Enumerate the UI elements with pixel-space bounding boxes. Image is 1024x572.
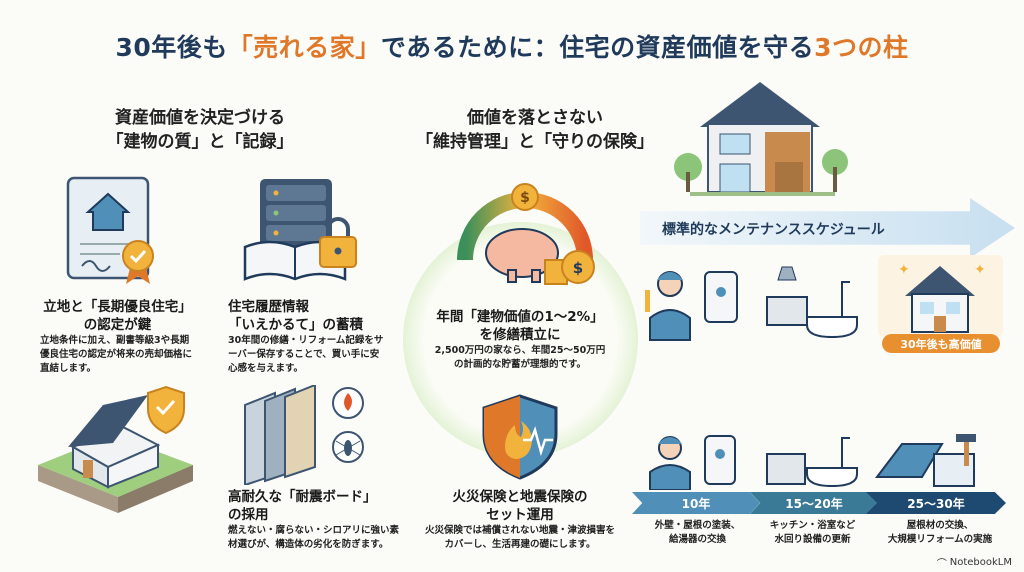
piggy-bank-icon: $ $ — [457, 183, 595, 285]
notebooklm-brand: ⌒ NotebookLM — [937, 555, 1012, 570]
feature-title: 立地と「長期優良住宅」 — [43, 299, 192, 315]
step-desc-line: 給湯器の交換 — [668, 534, 726, 545]
feature-body: 燃えない・腐らない・シロアリに強い素材選びが、構造体の劣化を防ぎます。 — [228, 525, 400, 550]
feature-seismic-board: 高耐久な「耐震ボード」 の採用 燃えない・腐らない・シロアリに強い素材選びが、構… — [228, 488, 403, 552]
timeline-step-15-20y: 15〜20年 — [750, 492, 878, 514]
heading-line: 「維持管理」と「守りの保険」 — [416, 132, 654, 152]
schedule-heading: 標準的なメンテナンススケジュール — [662, 222, 885, 238]
feature-title: 高耐久な「耐震ボード」 — [228, 489, 377, 505]
svg-text:$: $ — [520, 190, 530, 206]
feature-title: を修繕積立に — [479, 327, 561, 343]
step-desc: キッチン・浴室など水回り設備の更新 — [755, 519, 870, 547]
brand-label: NotebookLM — [949, 557, 1012, 568]
step-desc-line: 水回り設備の更新 — [774, 534, 851, 545]
feature-title: セット運用 — [486, 507, 554, 523]
step3-icon — [874, 434, 976, 487]
step-desc: 屋根材の交換、大規模リフォームの実施 — [870, 519, 1010, 547]
heading-line: 資産価値を決定づける — [115, 108, 285, 128]
heading-line: 「建物の質」と「記録」 — [106, 132, 294, 152]
step-desc-line: 大規模リフォームの実施 — [887, 534, 993, 545]
feature-title: 住宅履歴情報 — [228, 299, 309, 315]
middle-section-heading: 価値を落とさない 「維持管理」と「守りの保険」 — [400, 106, 670, 154]
feature-house-record: 住宅履歴情報 「いえかるて」の蓄積 30年間の修繕・リフォーム記録をサーバー保存… — [228, 298, 388, 376]
feature-body: 2,500万円の家なら、年間25〜50万円の計画的な貯蓄が理想的です。 — [434, 345, 606, 370]
step-label: 15〜20年 — [785, 496, 843, 511]
left-section-heading: 資産価値を決定づける 「建物の質」と「記録」 — [80, 106, 320, 154]
house-ground-icon — [38, 385, 193, 513]
step-desc-line: キッチン・浴室など — [769, 520, 856, 531]
feature-body: 立地条件に加え、副書等級3や長期優良住宅の認定が将来の売却価格に直結します。 — [40, 335, 193, 374]
feature-title: 「いえかるて」の蓄積 — [228, 317, 363, 333]
feature-body: 30年間の修繕・リフォーム記録をサーバー保存することで、買い手に安心感を与えます… — [228, 335, 384, 374]
timeline-step-10y: 10年 — [632, 492, 760, 514]
feature-title: 年間「建物価値の1〜2%」 — [436, 309, 604, 325]
step-desc-line: 外壁・屋根の塗装、 — [654, 520, 741, 531]
step-desc-line: 屋根材の交換、 — [906, 520, 974, 531]
svg-text:✦: ✦ — [974, 262, 986, 278]
notebooklm-logo-icon: ⌒ — [936, 559, 947, 570]
house-illustration-icon — [674, 82, 848, 196]
board-icon — [244, 385, 364, 485]
shield-icon — [482, 394, 558, 480]
title-text: であるために：住宅の資産価値を守る — [380, 33, 815, 62]
worker-water-heater-icon — [645, 271, 738, 341]
title-highlight: 3つの柱 — [814, 33, 909, 62]
svg-text:✦: ✦ — [898, 262, 910, 278]
server-record-icon — [243, 179, 357, 281]
kitchen-bath-icon — [766, 266, 858, 339]
title-text: 30年後も — [115, 33, 228, 62]
timeline-step-25-30y: 25〜30年 — [866, 492, 1006, 514]
feature-title: の認定が鍵 — [83, 317, 152, 333]
step-desc: 外壁・屋根の塗装、給湯器の交換 — [640, 519, 755, 547]
high-value-badge: 30年後も高価値 — [882, 334, 1000, 353]
certificate-icon — [66, 176, 154, 284]
step2-icon — [766, 437, 858, 488]
step-label: 10年 — [681, 496, 711, 511]
feature-certification: 立地と「長期優良住宅」 の認定が鍵 立地条件に加え、副書等級3や長期優良住宅の認… — [40, 298, 195, 376]
feature-title: の採用 — [228, 507, 269, 523]
feature-body: 火災保険では補償されない地震・津波損害をカバーし、生活再建の礎にします。 — [425, 525, 616, 550]
feature-insurance: 火災保険と地震保険の セット運用 火災保険では補償されない地震・津波損害をカバー… — [425, 488, 615, 552]
step-label: 25〜30年 — [907, 496, 965, 511]
title-highlight: 「売れる家」 — [227, 33, 381, 62]
high-value-house-icon: ✦✦ — [898, 262, 986, 333]
svg-text:$: $ — [573, 259, 583, 277]
page-title: 30年後も「売れる家」であるために：住宅の資産価値を守る3つの柱 — [0, 28, 1024, 64]
step1-icon — [649, 435, 736, 490]
feature-title: 火災保険と地震保険の — [452, 489, 588, 505]
heading-line: 価値を落とさない — [467, 108, 603, 128]
feature-repair-savings: 年間「建物価値の1〜2%」 を修繕積立に 2,500万円の家なら、年間25〜50… — [425, 308, 615, 372]
